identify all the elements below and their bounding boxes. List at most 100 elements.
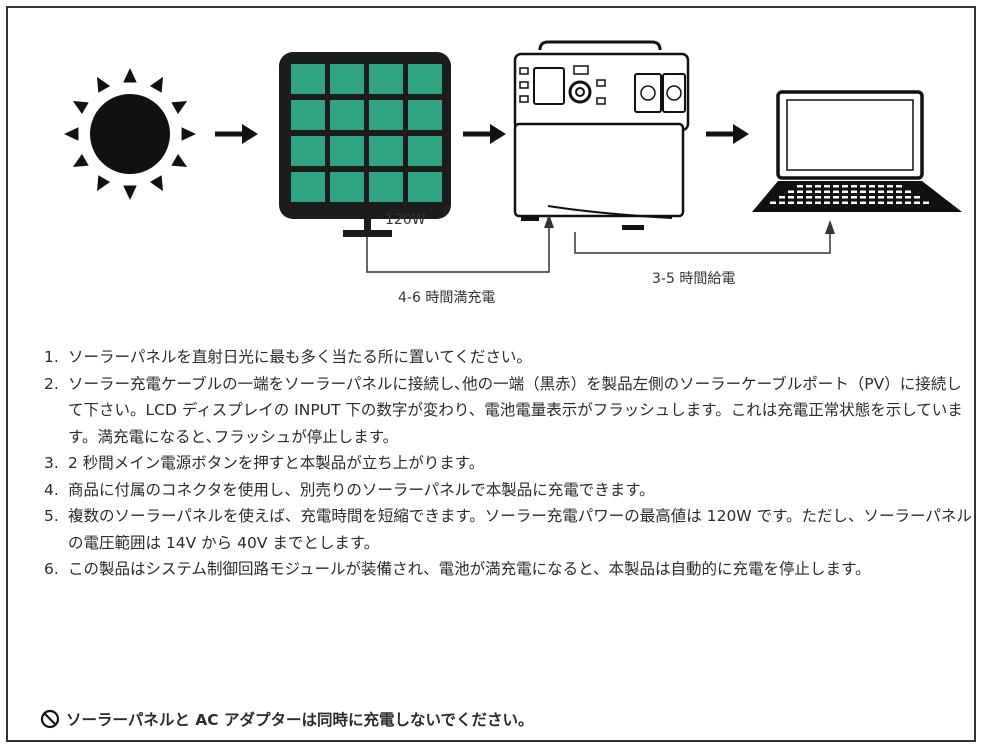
laptop-key [896, 201, 902, 204]
laptop-key [860, 196, 866, 199]
instruction-item: 5. 複数のソーラーパネルを使えば、充電時間を短縮できます。ソーラー充電パワーの最… [44, 503, 974, 556]
laptop-key [833, 185, 839, 188]
step-number: 5. [44, 507, 59, 525]
laptop-key [815, 196, 821, 199]
solar-cell [330, 172, 364, 202]
step-text: ソーラー充電ケーブルの一端をソーラーパネルに接続し､他の一端（黒赤）を製品左側の… [68, 374, 963, 446]
laptop-key [896, 190, 902, 193]
solar-cell [330, 136, 364, 166]
sun-ray [97, 76, 111, 93]
step-text: 2 秒間メイン電源ボタンを押すと本製品が立ち上がります。 [68, 454, 485, 472]
laptop-key [851, 185, 857, 188]
solar-cell [408, 172, 442, 202]
step-text: 商品に付属のコネクタを使用し、別売りのソーラーパネルで本製品に充電できます。 [68, 480, 655, 499]
instruction-item: 1.ソーラーパネルを直射日光に最も多く当たる所に置いてください。 [44, 344, 974, 371]
laptop-key [797, 185, 803, 188]
laptop-key [824, 190, 830, 193]
step-number: 3. [44, 454, 59, 472]
laptop-key [806, 196, 812, 199]
laptop-key [896, 185, 902, 188]
solar-cell [408, 100, 442, 130]
laptop-key [905, 190, 911, 193]
sun-ray [64, 127, 79, 141]
charging-diagram: 120W 4-6 時間満充電 3-5 時間給電 [0, 0, 982, 330]
sun-ray [181, 127, 196, 141]
laptop-key [824, 185, 830, 188]
laptop-key [887, 190, 893, 193]
laptop-key [815, 190, 821, 193]
step-text: この製品はシステム制御回路モジュールが装備され、電池が満充電になると、本製品は自… [68, 560, 871, 578]
laptop-key [779, 196, 785, 199]
instruction-item: 6. この製品はシステム制御回路モジュールが装備され、電池が満充電になると、本製品… [44, 556, 974, 583]
arrow-right-icon [463, 124, 506, 144]
step-number: 6. [44, 560, 59, 578]
supply-path [574, 220, 835, 254]
step-text: ソーラーパネルを直射日光に最も多く当たる所に置いてください。 [68, 348, 532, 366]
laptop-key [788, 201, 794, 204]
solar-cell [369, 136, 403, 166]
laptop-key [833, 190, 839, 193]
diagram-graphic [64, 40, 962, 273]
laptop-key [914, 196, 920, 199]
sun-ray [149, 76, 163, 93]
laptop-key [824, 201, 830, 204]
solar-cell [291, 64, 325, 94]
warning-text: ソーラーパネルと AC アダプターは同時に充電しないでください。 [66, 711, 534, 729]
laptop-icon [752, 90, 962, 212]
laptop-key [851, 196, 857, 199]
prohibited-icon [40, 709, 60, 729]
laptop-key [869, 196, 875, 199]
sun-ray [97, 175, 111, 192]
laptop-key [860, 201, 866, 204]
charge-time-label: 4-6 時間満充電 [398, 290, 496, 306]
solar-cell [369, 172, 403, 202]
sun-ray [123, 185, 137, 200]
sun-ray [72, 153, 89, 167]
laptop-key [923, 201, 929, 204]
step-text: 複数のソーラーパネルを使えば、充電時間を短縮できます。ソーラー充電パワーの最高値… [68, 507, 972, 552]
sun-ray [72, 101, 89, 115]
laptop-key [797, 190, 803, 193]
laptop-key [905, 196, 911, 199]
laptop-key [842, 190, 848, 193]
laptop-key [878, 190, 884, 193]
solar-panel-icon [279, 52, 451, 237]
sun-ray [123, 68, 137, 83]
laptop-key [779, 201, 785, 204]
power-station-icon [513, 40, 690, 230]
laptop-key [887, 196, 893, 199]
solar-cell [369, 100, 403, 130]
warning-note: ソーラーパネルと AC アダプターは同時に充電しないでください。 [40, 708, 534, 730]
solar-cell [330, 64, 364, 94]
laptop-key [869, 185, 875, 188]
laptop-key [878, 185, 884, 188]
sun-ray [149, 175, 163, 192]
laptop-key [824, 196, 830, 199]
solar-cell [408, 136, 442, 166]
solar-cell [291, 172, 325, 202]
laptop-key [869, 201, 875, 204]
laptop-key [914, 201, 920, 204]
sun-ray [171, 153, 188, 167]
supply-time-label: 3-5 時間給電 [652, 271, 736, 287]
laptop-key [797, 196, 803, 199]
solar-cell [369, 64, 403, 94]
arrow-right-icon [215, 124, 258, 144]
laptop-key [770, 201, 776, 204]
instruction-item: 2.ソーラー充電ケーブルの一端をソーラーパネルに接続し､他の一端（黒赤）を製品左… [44, 371, 974, 451]
sun-ray [171, 101, 188, 115]
laptop-key [806, 185, 812, 188]
document-frame [6, 6, 976, 742]
instruction-item: 4.商品に付属のコネクタを使用し、別売りのソーラーパネルで本製品に充電できます。 [44, 477, 974, 504]
laptop-key [878, 196, 884, 199]
laptop-key [860, 185, 866, 188]
laptop-key [851, 201, 857, 204]
laptop-key [869, 190, 875, 193]
arrow-right-icon [706, 124, 749, 144]
laptop-key [788, 190, 794, 193]
laptop-key [905, 201, 911, 204]
solar-cell [330, 100, 364, 130]
laptop-key [842, 201, 848, 204]
instruction-list: 1.ソーラーパネルを直射日光に最も多く当たる所に置いてください。 2.ソーラー充… [44, 344, 974, 583]
laptop-key [833, 201, 839, 204]
